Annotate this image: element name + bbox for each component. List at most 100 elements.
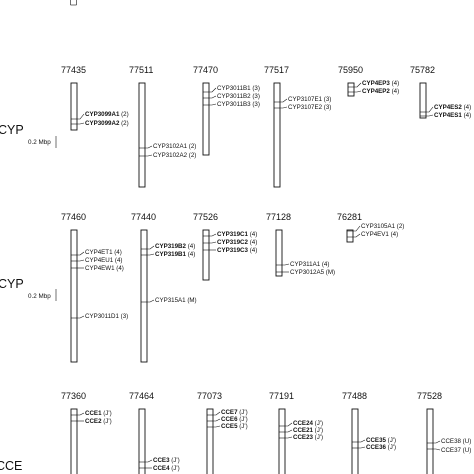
gene-clade: (4) (115, 265, 124, 272)
gene-name: CCE1 (85, 410, 102, 417)
scaffold-bar (70, 408, 78, 474)
gene-label: CYP319C1 (4) (217, 231, 257, 238)
gene-clade: (4) (320, 261, 329, 268)
gene-label: CYP3105A1 (2) (361, 223, 404, 230)
gene-label: CCE1 (J') (85, 410, 112, 417)
gene-name: CCE2 (85, 418, 102, 425)
gene-label: CCE6 (J') (221, 416, 248, 423)
gene-label: CYP319B2 (4) (155, 243, 195, 250)
scaffold-bar (347, 82, 355, 97)
scaffold-bar (419, 82, 427, 119)
gene-name: CCE35 (366, 437, 387, 444)
gene-name: CCE23 (293, 434, 314, 441)
gene-clade: (3) (322, 96, 331, 103)
gene-connector (209, 95, 217, 99)
gene-name: CYP3011B3 (217, 101, 251, 108)
gene-connector (213, 425, 221, 428)
gene-label: CYP4EV1 (4) (361, 231, 398, 238)
scaffold-id: 77464 (129, 391, 154, 401)
gene-name: CYP319C2 (217, 239, 249, 246)
gene-connector (213, 418, 221, 422)
gene-name: CYP3107E2 (288, 104, 323, 111)
gene-connector (209, 241, 217, 244)
section-label: CYP (0, 277, 24, 291)
gene-name: CCE4 (153, 465, 170, 472)
gene-clade: (3) (251, 93, 260, 100)
gene-connector (77, 315, 85, 319)
gene-clade: (4) (248, 247, 257, 254)
gene-label: CYP3011B2 (3) (217, 93, 260, 100)
scaffold-bar (202, 229, 210, 281)
gene-label: CYP4EW1 (4) (85, 265, 124, 272)
gene-connector (145, 145, 153, 149)
gene-connector (213, 411, 221, 416)
gene-connector (145, 154, 153, 157)
gene-label: CYP3011D1 (3) (85, 313, 128, 320)
gene-connector (209, 233, 217, 237)
gene-label: CYP3107E1 (3) (288, 96, 331, 103)
gene-label: CYP3011B1 (3) (217, 85, 260, 92)
gene-name: CCE7 (221, 409, 238, 416)
scaffold-id: 77435 (61, 65, 86, 75)
gene-label: CCE2 (J') (85, 418, 112, 425)
gene-connector (280, 98, 288, 103)
scaffold-id: 77460 (61, 212, 86, 222)
scale-label: 0.2 Mbp (28, 139, 51, 146)
gene-name: CYP4ET1 (85, 249, 113, 256)
scaffold-id: 77073 (197, 391, 222, 401)
scaffold-id: 77526 (193, 212, 218, 222)
gene-label: CYP319C3 (4) (217, 247, 257, 254)
gene-clade: (M) (186, 297, 197, 304)
gene-name: CCE37 (441, 447, 462, 454)
gene-label: CYP3099A2 (2) (85, 120, 129, 127)
gene-label: CYP4EU1 (4) (85, 257, 122, 264)
scaffold-bar (138, 82, 146, 188)
scaffold-bar (275, 229, 283, 277)
scaffold-id: 77470 (193, 65, 218, 75)
gene-clade: (4) (389, 231, 398, 238)
gene-name: CCE24 (293, 420, 314, 427)
gene-label: CYP3099A1 (2) (85, 111, 129, 118)
gene-clade: (U) (461, 447, 471, 454)
scaffold-bar (278, 408, 286, 474)
gene-label: CCE5 (J') (221, 423, 248, 430)
gene-clade: (4) (462, 112, 471, 119)
gene-connector (358, 446, 366, 449)
gene-name: CYP4EV1 (361, 231, 389, 238)
gene-label: CYP4EP3 (4) (362, 80, 399, 87)
scaffold-id: 77191 (269, 391, 294, 401)
scaffold-bar (138, 408, 146, 474)
gene-clade: (4) (113, 257, 122, 264)
gene-name: CYP4EW1 (85, 265, 115, 272)
scaffold-bar (206, 408, 214, 474)
gene-clade: (2) (119, 111, 128, 118)
gene-label: CCE4 (J') (153, 465, 180, 472)
gene-name: CCE36 (366, 444, 387, 451)
scaffold-bar (70, 82, 78, 131)
gene-connector (77, 113, 85, 120)
gene-name: CYP3011D1 (85, 313, 119, 320)
gene-clade: (J') (313, 420, 323, 427)
scaffold-bar (426, 408, 434, 474)
scaffold-bar (70, 229, 78, 363)
gene-name: CCE6 (221, 416, 238, 423)
scaffold-id: 77488 (342, 391, 367, 401)
gene-connector (147, 253, 155, 256)
gene-connector (209, 103, 217, 106)
scaffold-id: 77528 (417, 391, 442, 401)
gene-name: CYP319B1 (155, 251, 187, 258)
gene-label: CYP319C2 (4) (217, 239, 257, 246)
scaffold-id: 77517 (264, 65, 289, 75)
gene-connector (353, 225, 361, 232)
gene-clade: (J') (313, 427, 323, 434)
gene-connector (285, 429, 293, 433)
gene-connector (147, 245, 155, 250)
gene-clade: (J') (386, 444, 396, 451)
gene-connector (426, 114, 434, 117)
